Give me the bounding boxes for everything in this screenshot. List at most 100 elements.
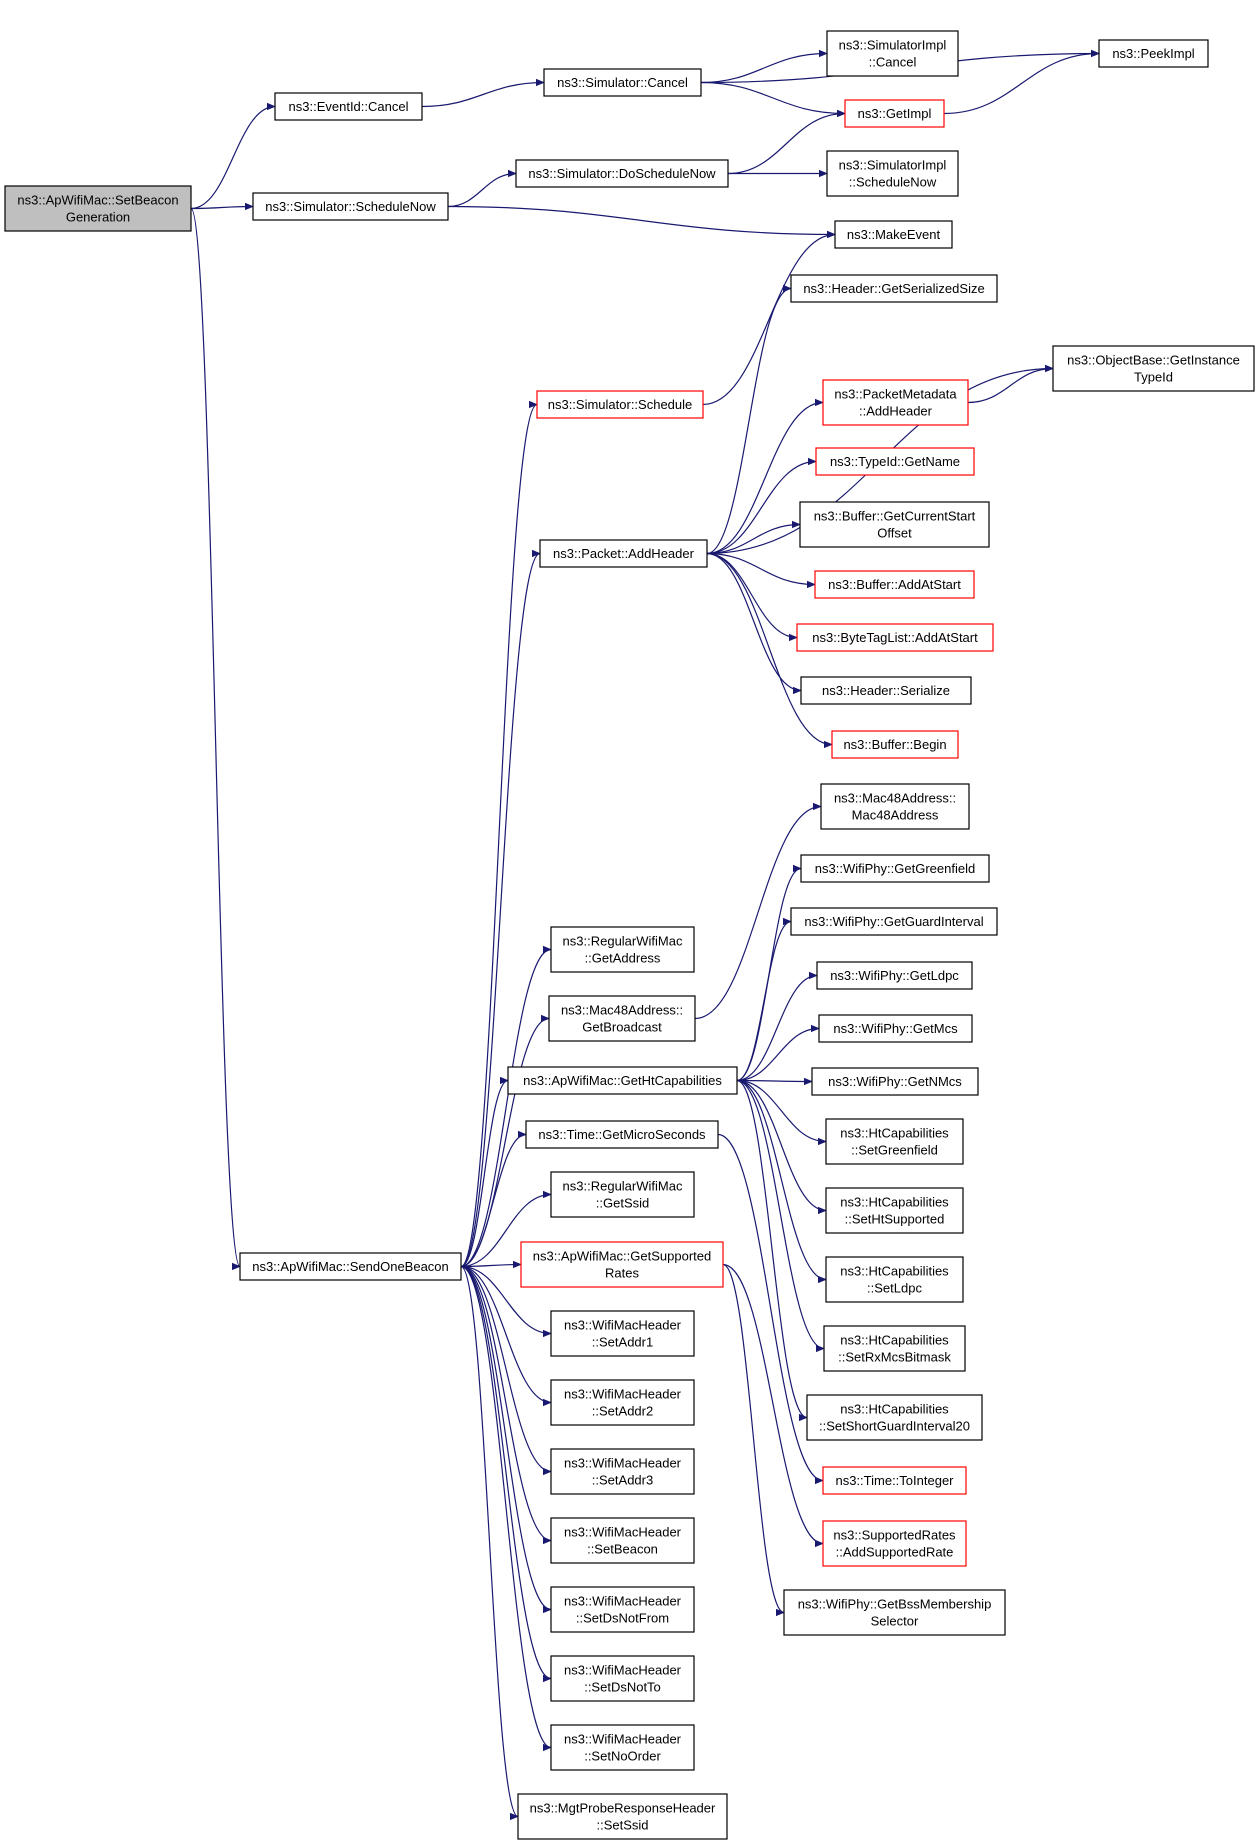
function-node-label: ::Cancel: [869, 55, 917, 70]
function-node-simdoschedule[interactable]: ns3::Simulator::DoScheduleNow: [515, 159, 729, 188]
function-node-label: ns3::WifiPhy::GetGuardInterval: [804, 914, 983, 929]
call-edge-sendonebeacon-to-packetaddheader: [460, 554, 541, 1268]
function-node-bufaddatstart[interactable]: ns3::Buffer::AddAtStart: [814, 570, 975, 599]
call-edge-simschedule-to-makeevent: [702, 235, 835, 406]
call-edge-sendonebeacon-to-regssid: [460, 1195, 551, 1268]
function-node-eventcancel[interactable]: ns3::EventId::Cancel: [274, 92, 423, 121]
call-edge-getsupported-to-phybss: [722, 1263, 785, 1613]
function-node-htsetht[interactable]: ns3::HtCapabilities::SetHtSupported: [825, 1187, 964, 1234]
function-node-regssid[interactable]: ns3::RegularWifiMac::GetSsid: [550, 1171, 695, 1218]
function-node-htsetsgi[interactable]: ns3::HtCapabilities::SetShortGuardInterv…: [806, 1394, 983, 1441]
function-node-simcancel[interactable]: ns3::Simulator::Cancel: [543, 68, 702, 97]
function-node-phyldpc[interactable]: ns3::WifiPhy::GetLdpc: [816, 961, 973, 990]
function-node-setaddr1[interactable]: ns3::WifiMacHeader::SetAddr1: [550, 1310, 695, 1357]
call-edge-sendonebeacon-to-timemicro: [460, 1135, 527, 1268]
call-edge-gethtcap-to-htsetldpc: [736, 1079, 827, 1280]
function-node-label: ns3::SimulatorImpl: [839, 38, 947, 53]
call-edge-gethtcap-to-phyguard: [736, 922, 792, 1082]
function-node-htsetgreen[interactable]: ns3::HtCapabilities::SetGreenfield: [825, 1118, 964, 1165]
function-node-label: ns3::WifiMacHeader: [564, 1663, 682, 1678]
function-node-label: ns3::EventId::Cancel: [289, 99, 409, 114]
function-node-timetoint[interactable]: ns3::Time::ToInteger: [822, 1466, 967, 1495]
function-node-label: ns3::Buffer::GetCurrentStart: [814, 509, 976, 524]
function-node-phynmcs[interactable]: ns3::WifiPhy::GetNMcs: [811, 1067, 979, 1096]
function-node-bufbegin[interactable]: ns3::Buffer::Begin: [831, 730, 959, 759]
function-node-label: Generation: [66, 210, 130, 225]
call-edge-packetaddheader-to-typeidname: [706, 462, 816, 555]
function-node-box: [525, 1120, 719, 1149]
function-nodes: ns3::ApWifiMac::SetBeaconGenerationns3::…: [4, 30, 1255, 1840]
function-node-box: [539, 539, 708, 568]
function-node-box: [826, 30, 959, 77]
function-node-label: ns3::SupportedRates: [833, 1528, 956, 1543]
function-node-setbeacon2[interactable]: ns3::WifiMacHeader::SetBeacon: [550, 1517, 695, 1564]
function-node-regaddress[interactable]: ns3::RegularWifiMac::GetAddress: [550, 926, 695, 973]
function-node-mac48ctor[interactable]: ns3::Mac48Address::Mac48Address: [820, 783, 970, 830]
function-node-htsetrxmcs[interactable]: ns3::HtCapabilities::SetRxMcsBitmask: [823, 1325, 966, 1372]
function-node-label: ns3::MakeEvent: [847, 227, 941, 242]
function-node-headerserializedsize[interactable]: ns3::Header::GetSerializedSize: [790, 274, 998, 303]
function-node-gethtcap[interactable]: ns3::ApWifiMac::GetHtCapabilities: [507, 1066, 738, 1095]
function-node-label: ::SetAddr2: [592, 1404, 653, 1419]
function-node-box: [550, 1310, 695, 1357]
call-edge-gethtcap-to-htsetht: [736, 1079, 826, 1211]
function-node-label: ::SetBeacon: [587, 1542, 658, 1557]
function-node-packetaddheader[interactable]: ns3::Packet::AddHeader: [539, 539, 708, 568]
call-edge-sendonebeacon-to-setdsnotto: [460, 1265, 552, 1679]
call-edge-sendonebeacon-to-setaddr3: [460, 1265, 552, 1472]
function-node-label: ns3::TypeId::GetName: [830, 454, 960, 469]
call-edge-sendonebeacon-to-mgtsetssid: [460, 1265, 519, 1817]
function-node-getimpl[interactable]: ns3::GetImpl: [844, 99, 945, 128]
function-node-label: ns3::WifiPhy::GetLdpc: [830, 968, 959, 983]
function-node-timemicro[interactable]: ns3::Time::GetMicroSeconds: [525, 1120, 719, 1149]
function-node-label: ns3::PeekImpl: [1112, 46, 1194, 61]
function-node-label: GetBroadcast: [582, 1020, 662, 1035]
function-node-phymcs[interactable]: ns3::WifiPhy::GetMcs: [818, 1014, 973, 1043]
call-edge-gethtcap-to-htsetgreen: [736, 1079, 826, 1142]
function-node-headerserialize[interactable]: ns3::Header::Serialize: [800, 676, 972, 705]
function-node-setdsnotto[interactable]: ns3::WifiMacHeader::SetDsNotTo: [550, 1655, 695, 1702]
function-node-simschedule[interactable]: ns3::Simulator::Schedule: [536, 390, 704, 419]
call-edges: [190, 54, 1099, 1817]
function-node-box: [550, 1171, 695, 1218]
function-node-box: [550, 1655, 695, 1702]
function-node-box: [825, 1187, 964, 1234]
function-node-setnoorder[interactable]: ns3::WifiMacHeader::SetNoOrder: [550, 1724, 695, 1771]
function-node-phygreenfield[interactable]: ns3::WifiPhy::GetGreenfield: [800, 854, 990, 883]
function-node-simimplcancel[interactable]: ns3::SimulatorImpl::Cancel: [826, 30, 959, 77]
function-node-phyguard[interactable]: ns3::WifiPhy::GetGuardInterval: [790, 907, 998, 936]
function-node-setaddr3[interactable]: ns3::WifiMacHeader::SetAddr3: [550, 1448, 695, 1495]
function-node-htsetldpc[interactable]: ns3::HtCapabilities::SetLdpc: [825, 1256, 964, 1303]
call-edge-sendonebeacon-to-gethtcap: [460, 1081, 509, 1268]
function-node-box: [550, 1724, 695, 1771]
function-node-label: ns3::Time::GetMicroSeconds: [538, 1127, 706, 1142]
function-node-label: ns3::Packet::AddHeader: [553, 546, 695, 561]
function-node-mgtsetssid[interactable]: ns3::MgtProbeResponseHeader::SetSsid: [517, 1793, 728, 1840]
function-node-simimplschednow[interactable]: ns3::SimulatorImpl::ScheduleNow: [826, 150, 959, 197]
function-node-typeidname[interactable]: ns3::TypeId::GetName: [815, 447, 975, 476]
function-node-sendonebeacon[interactable]: ns3::ApWifiMac::SendOneBeacon: [239, 1252, 462, 1281]
function-node-setdsnotfrom[interactable]: ns3::WifiMacHeader::SetDsNotFrom: [550, 1586, 695, 1633]
function-node-label: ::ScheduleNow: [849, 175, 937, 190]
function-node-label: ns3::HtCapabilities: [840, 1195, 949, 1210]
function-node-label: ns3::WifiPhy::GetGreenfield: [815, 861, 975, 876]
function-node-simschedulenow[interactable]: ns3::Simulator::ScheduleNow: [252, 192, 449, 221]
call-edge-packetaddheader-to-headerserialize: [706, 552, 801, 691]
function-node-pktmetaadd[interactable]: ns3::PacketMetadata::AddHeader: [822, 379, 969, 426]
call-edge-sendonebeacon-to-setaddr1: [460, 1265, 551, 1334]
function-node-box: [4, 185, 192, 232]
function-node-makeevent[interactable]: ns3::MakeEvent: [834, 220, 953, 249]
function-node-peekimpl[interactable]: ns3::PeekImpl: [1098, 39, 1209, 68]
function-node-addsupported[interactable]: ns3::SupportedRates::AddSupportedRate: [822, 1520, 967, 1567]
function-node-label: ::SetAddr3: [592, 1473, 653, 1488]
function-node-macbroadcast[interactable]: ns3::Mac48Address::GetBroadcast: [548, 995, 696, 1042]
function-node-label: ::SetHtSupported: [845, 1212, 945, 1227]
function-node-bytetagaddatstart[interactable]: ns3::ByteTagList::AddAtStart: [796, 623, 994, 652]
function-node-setaddr2[interactable]: ns3::WifiMacHeader::SetAddr2: [550, 1379, 695, 1426]
call-edge-packetaddheader-to-bufcurstart: [706, 525, 800, 555]
